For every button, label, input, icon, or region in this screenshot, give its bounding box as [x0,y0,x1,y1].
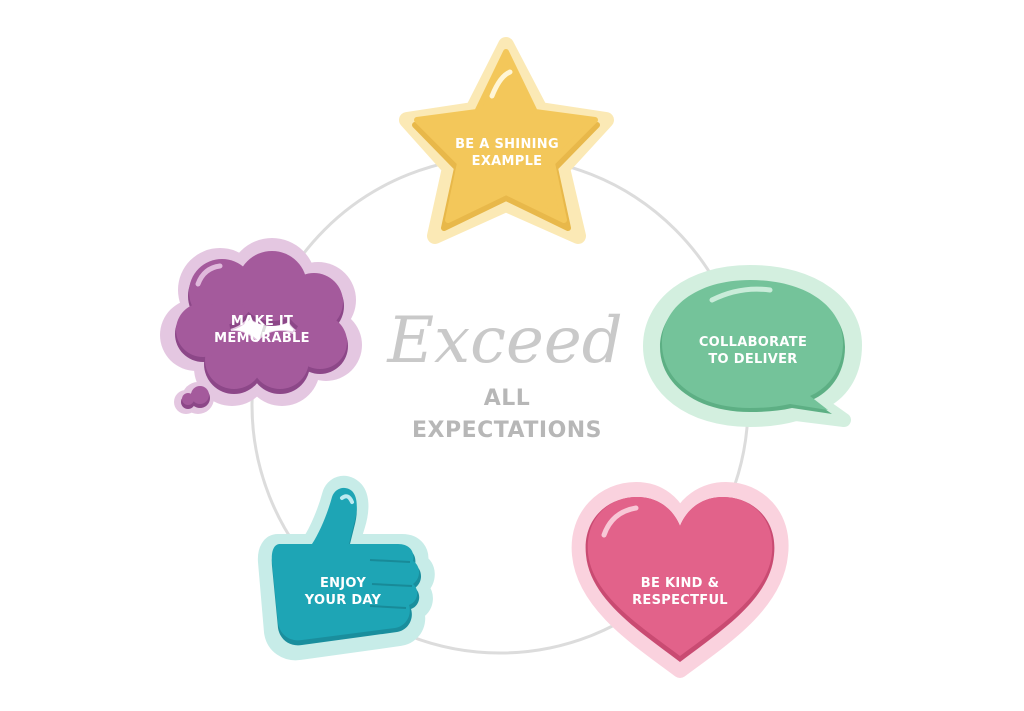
thumb-label-line-1: ENJOY [320,576,366,591]
thumb-item: ENJOY YOUR DAY [257,475,435,661]
heart-label-line-2: RESPECTFUL [632,593,728,608]
star-item: BE A SHINING EXAMPLE [399,37,614,244]
center-script-word: Exceed [386,304,622,378]
heart-icon [571,482,789,678]
star-label-line-1: BE A SHINING [455,137,559,152]
speech-item: COLLABORATE TO DELIVER [643,265,862,427]
heart-label-line-1: BE KIND & [641,576,719,591]
star-label-line-2: EXAMPLE [472,154,543,169]
speech-label-line-2: TO DELIVER [708,352,797,367]
thumbs-up-icon [257,475,435,661]
center-line-expectations: EXPECTATIONS [412,418,602,443]
speech-label-line-1: COLLABORATE [699,335,807,350]
cloud-item: MAKE IT MEMORABLE [160,238,362,414]
center-line-all: ALL [484,386,531,411]
heart-item: BE KIND & RESPECTFUL [571,482,789,678]
speech-bubble-icon [643,265,862,427]
center-title: Exceed ALL EXPECTATIONS [386,304,622,443]
cloud-label-line-2: MEMORABLE [214,331,310,346]
thumb-label-line-2: YOUR DAY [304,593,382,608]
cloud-label-line-1: MAKE IT [231,314,293,329]
star-icon [399,37,614,244]
cloud-icon [160,238,362,414]
